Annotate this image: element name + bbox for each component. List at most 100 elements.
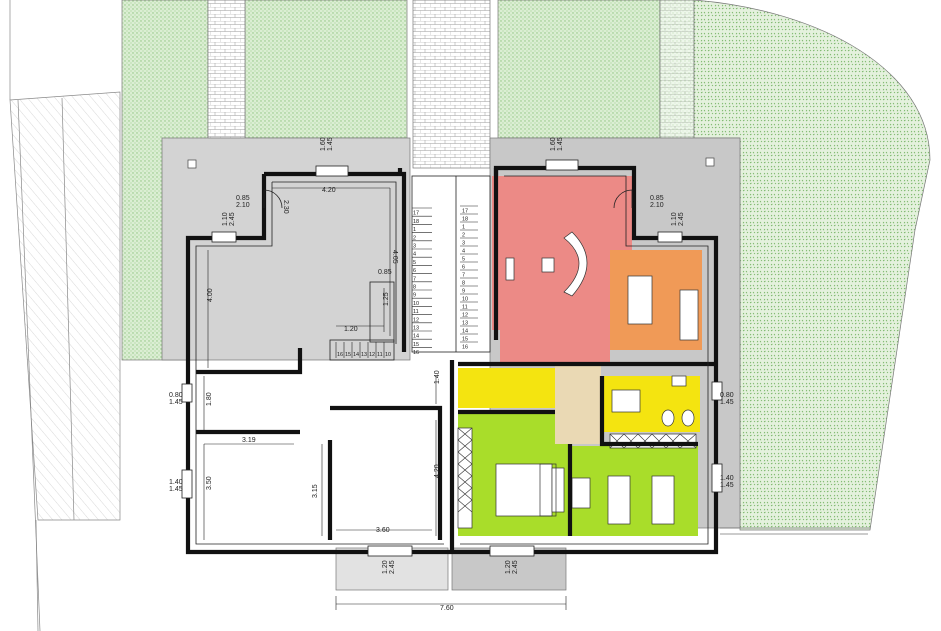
landing-step-number: 11	[377, 352, 383, 358]
dim-line: 1.60	[320, 137, 327, 151]
dim-stair-085: 0.85	[378, 269, 392, 276]
dim-line: 1.45	[169, 486, 183, 493]
room-bath-left	[458, 368, 555, 408]
landing-step-number: 14	[353, 352, 359, 358]
stair-step-number: 10	[462, 297, 468, 303]
dimension-lines	[203, 187, 567, 610]
dim-line: 0.80	[169, 392, 183, 399]
stair-step-number: 8	[462, 281, 465, 287]
dim-width-319: 3.19	[242, 437, 256, 444]
stair-step-number: 9	[462, 289, 465, 295]
stair-step-number: 13	[413, 326, 419, 332]
stair-step-number: 4	[462, 249, 465, 255]
stair-step-number: 18	[413, 219, 419, 225]
site-surroundings	[9, 0, 121, 631]
dim-line: 1.10	[222, 212, 229, 226]
lawn-areas	[121, 0, 931, 531]
landing-step-number: 13	[361, 352, 367, 358]
dim-vert-180: 1.80	[206, 392, 213, 406]
stair-step-number: 5	[462, 257, 465, 263]
stair-step-number: 16	[462, 345, 468, 351]
stair-step-number: 3	[462, 241, 465, 247]
stair-step-number: 14	[413, 334, 419, 340]
walls	[185, 165, 719, 555]
room-corridor	[555, 364, 601, 444]
stair-step-number: 1	[413, 227, 416, 233]
dim-door-side-230: 2.30	[282, 200, 289, 214]
dim-win-left-110: 1.102.45	[222, 212, 236, 226]
dim-line: 0.80	[720, 392, 734, 399]
dim-vert-350: 3.50	[206, 476, 213, 490]
stair-step-number: 12	[462, 313, 468, 319]
stair-step-number: 10	[413, 301, 419, 307]
dim-line: 1.60	[550, 137, 557, 151]
stair-step-number: 17	[413, 211, 419, 217]
dim-line: 2.45	[389, 560, 396, 574]
room-living	[492, 176, 632, 364]
dim-vert-315: 3.15	[312, 484, 319, 498]
windows	[181, 159, 723, 557]
dim-stair-120: 1.20	[344, 326, 358, 333]
stair-step-number: 9	[413, 293, 416, 299]
stair-step-number: 18	[462, 217, 468, 223]
dim-line: 1.45	[327, 137, 334, 151]
dim-left-width: 4.20	[322, 187, 336, 194]
room-bedroom-right	[570, 446, 698, 536]
dim-vert-420: 4.20	[434, 464, 441, 478]
dim-total-width: 7.60	[440, 605, 454, 612]
dim-top-left-window-a: 1.601.45	[320, 137, 334, 151]
dim-line: 0.85	[650, 195, 664, 202]
dim-line: 2.45	[512, 560, 519, 574]
dim-bottom-win-left: 1.202.45	[382, 560, 396, 574]
dim-line: 1.45	[169, 399, 183, 406]
dim-line: 2.45	[229, 212, 236, 226]
dim-line: 1.45	[720, 399, 734, 406]
landing-step-number: 10	[385, 352, 391, 358]
door-swings	[263, 189, 633, 209]
stair-step-number: 15	[462, 337, 468, 343]
stair-step-number: 17	[462, 209, 468, 215]
dim-line: 1.20	[382, 560, 389, 574]
stair-step-number: 6	[413, 268, 416, 274]
stair-step-number: 11	[462, 305, 468, 311]
stair-step-number: 6	[462, 265, 465, 271]
stair-step-number: 15	[413, 342, 419, 348]
dim-line: 1.45	[720, 482, 734, 489]
stair-step-number: 1	[462, 225, 465, 231]
paved-paths	[207, 0, 695, 169]
stair-step-number: 16	[413, 350, 419, 356]
dim-width-360: 3.60	[376, 527, 390, 534]
dim-line: 1.10	[671, 212, 678, 226]
stair-step-number: 2	[413, 235, 416, 241]
stair-step-number: 13	[462, 321, 468, 327]
dim-line: 1.40	[169, 479, 183, 486]
furniture	[457, 231, 699, 529]
stair-step-number: 4	[413, 252, 416, 258]
dim-vert-140: 1.40	[434, 370, 441, 384]
dim-left-height: 4.05	[391, 250, 398, 264]
stair-step-number: 7	[462, 273, 465, 279]
dim-line: 2.45	[678, 212, 685, 226]
stair-step-number: 3	[413, 244, 416, 250]
stair-step-number: 11	[413, 309, 419, 315]
stair-step-number: 5	[413, 260, 416, 266]
dim-line: 0.85	[236, 195, 250, 202]
stair-step-number: 8	[413, 285, 416, 291]
dim-line: 1.40	[720, 475, 734, 482]
dim-win-right-110: 1.102.45	[671, 212, 685, 226]
stair-step-number: 2	[462, 233, 465, 239]
dim-stair-125: 1.25	[383, 292, 390, 306]
stair-step-number: 7	[413, 276, 416, 282]
landing-step-number: 15	[345, 352, 351, 358]
dim-line: 2.10	[236, 202, 250, 209]
dim-line: 1.20	[505, 560, 512, 574]
dim-room-left-400: 4.00	[207, 288, 214, 302]
stair-step-number: 14	[462, 329, 468, 335]
dim-top-right-window-a: 1.601.45	[550, 137, 564, 151]
